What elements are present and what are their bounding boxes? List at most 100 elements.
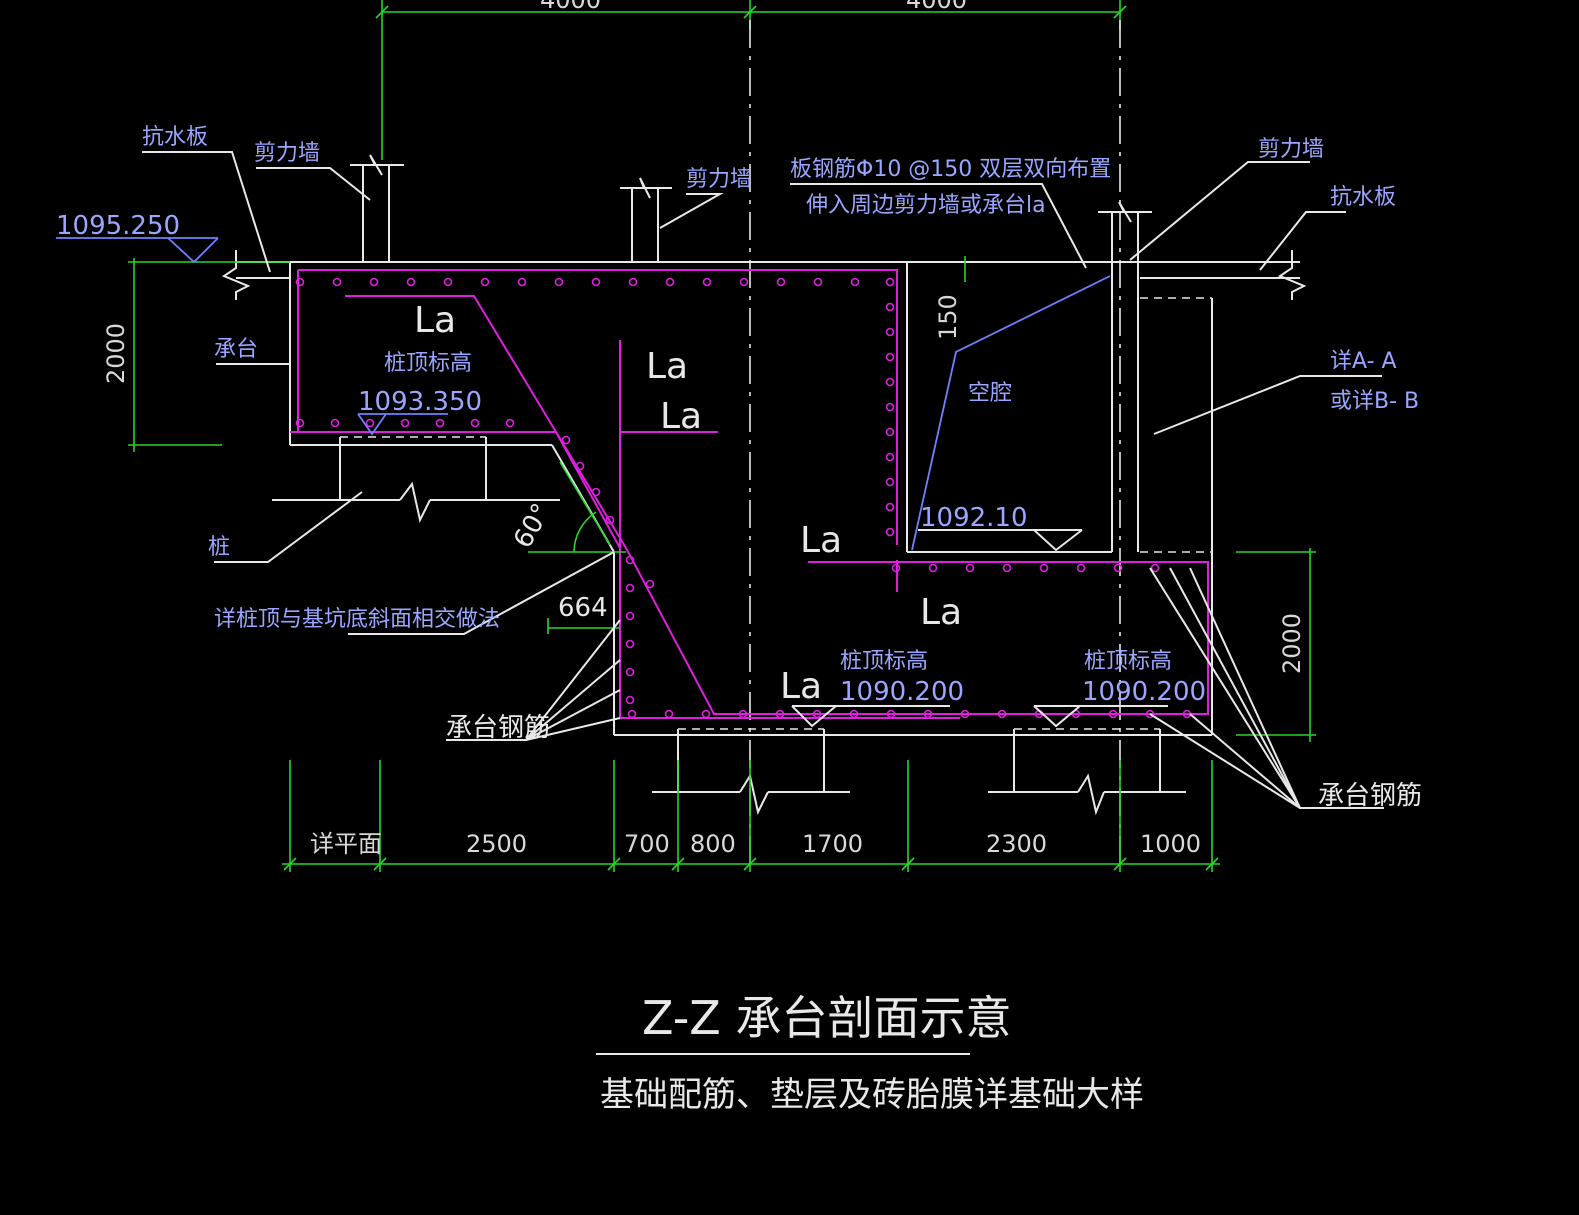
rebar-dot: [1076, 563, 1086, 573]
label-pile-top-elev-left: 桩顶标高: [384, 351, 472, 376]
rebar-dot: [330, 418, 340, 428]
la-label-1: La: [414, 300, 456, 341]
label-pile-top-elev-mid: 桩顶标高: [840, 649, 928, 674]
label-cavity: 空腔: [968, 381, 1012, 406]
rebar-dot: [625, 583, 635, 593]
label-slab-rebar-1: 板钢筋Φ10 @150 双层双向布置: [790, 157, 1111, 182]
label-pile-slope-note: 详桩顶与基坑底斜面相交做法: [214, 607, 500, 632]
rebar-dot: [664, 709, 674, 719]
angle-label: 60°: [508, 499, 557, 554]
rebar-dot: [645, 579, 655, 589]
dim-bottom-2500: 2500: [466, 830, 527, 858]
label-anti-water-slab-left: 抗水板: [142, 125, 208, 150]
elevation-markers: 1095.250 1093.350 1092.10 1090.200 1090.…: [56, 211, 1206, 728]
dim-right-2000: 2000: [1278, 613, 1306, 674]
rebar-dot: [591, 487, 601, 497]
rebar-dot: [885, 477, 895, 487]
title-block: Z-Z 承台剖面示意 基础配筋、垫层及砖胎膜详基础大样: [596, 991, 1144, 1115]
la-label-6: La: [780, 666, 822, 707]
piles: [272, 436, 1186, 816]
rebar-dot: [1150, 563, 1160, 573]
rebar-dot: [1113, 563, 1123, 573]
elev-pile-top-right: 1090.200: [1082, 677, 1206, 707]
label-shear-wall-left: 剪力墙: [254, 141, 320, 166]
cap-rebar: [290, 269, 1209, 719]
label-shear-wall-mid: 剪力墙: [686, 167, 752, 192]
rebar-dot: [928, 563, 938, 573]
rebar-dot: [885, 452, 895, 462]
elev-pile-top-left: 1093.350: [358, 387, 482, 417]
drawing-subtitle: 基础配筋、垫层及砖胎膜详基础大样: [600, 1075, 1144, 1115]
rebar-dot: [435, 418, 445, 428]
dim-cavity-150: 150: [934, 294, 962, 340]
dim-bottom-2300: 2300: [986, 830, 1047, 858]
rebar-dot: [885, 352, 895, 362]
rebar-dot: [625, 695, 635, 705]
la-labels: La La La La La La: [414, 300, 962, 707]
rebar-dot: [849, 709, 859, 719]
rebar-dot: [701, 709, 711, 719]
rebar-dot: [665, 277, 675, 287]
rebar-dot: [923, 709, 933, 719]
la-label-2: La: [646, 346, 688, 387]
rebar-dot: [605, 515, 615, 525]
label-anti-water-slab-right: 抗水板: [1330, 185, 1396, 210]
rebar-dot: [891, 563, 901, 573]
rebar-dot: [625, 667, 635, 677]
dimension-tick: [283, 857, 297, 871]
rebar-dot: [812, 709, 822, 719]
rebar-dot: [480, 277, 490, 287]
rebar-dot: [1039, 563, 1049, 573]
rebar-dot: [625, 639, 635, 649]
angle-mark: 60°: [508, 461, 626, 554]
rebar-dots: [295, 277, 1192, 719]
rebar-dot: [295, 277, 305, 287]
dim-left-2000: 2000: [102, 323, 130, 384]
la-label-4: La: [800, 520, 842, 561]
label-detail-b: 或详B- B: [1330, 389, 1419, 414]
rebar-dot: [885, 402, 895, 412]
slab-and-walls: [221, 154, 1307, 552]
label-cap-rebar-left: 承台钢筋: [446, 713, 550, 743]
rebar-dot: [776, 277, 786, 287]
rebar-dot: [885, 277, 895, 287]
label-shear-wall-right: 剪力墙: [1258, 137, 1324, 162]
rebar-dot: [886, 709, 896, 719]
rebar-dot: [885, 327, 895, 337]
rebar-dot: [625, 611, 635, 621]
dim-bottom-700: 700: [624, 830, 670, 858]
label-pile-top-elev-right: 桩顶标高: [1084, 649, 1172, 674]
rebar-dot: [406, 277, 416, 287]
rebar-dot: [1002, 563, 1012, 573]
dim-top-1: 4000: [540, 0, 601, 14]
rebar-dot: [369, 277, 379, 287]
rebar-dot: [575, 461, 585, 471]
rebar-dot: [591, 277, 601, 287]
rebar-dot: [850, 277, 860, 287]
dimension-tick: [1205, 857, 1219, 871]
cap-outline: [289, 262, 1213, 736]
la-label-3: La: [660, 396, 702, 437]
rebar-dot: [561, 435, 571, 445]
dimension-tick: [1113, 857, 1127, 871]
rebar-dot: [702, 277, 712, 287]
label-detail-a: 详A- A: [1330, 349, 1397, 374]
rebar-dot: [332, 277, 342, 287]
rebar-dot: [505, 418, 515, 428]
rebar-dot: [1108, 709, 1118, 719]
dim-slope-664: 664: [558, 593, 608, 623]
rebar-dot: [400, 418, 410, 428]
rebar-dot: [470, 418, 480, 428]
rebar-dot: [365, 418, 375, 428]
rebar-dot: [1145, 709, 1155, 719]
rebar-dot: [885, 527, 895, 537]
label-cap: 承台: [214, 337, 258, 362]
dimension-tick: [671, 857, 685, 871]
rebar-dot: [960, 709, 970, 719]
rebar-dot: [628, 277, 638, 287]
rebar-dot: [627, 709, 637, 719]
vertical-dimensions: 2000 2000 150 664: [102, 256, 1316, 742]
elev-pile-top-mid: 1090.200: [840, 677, 964, 707]
dim-bottom-plan: 详平面: [310, 830, 382, 858]
rebar-dot: [885, 377, 895, 387]
